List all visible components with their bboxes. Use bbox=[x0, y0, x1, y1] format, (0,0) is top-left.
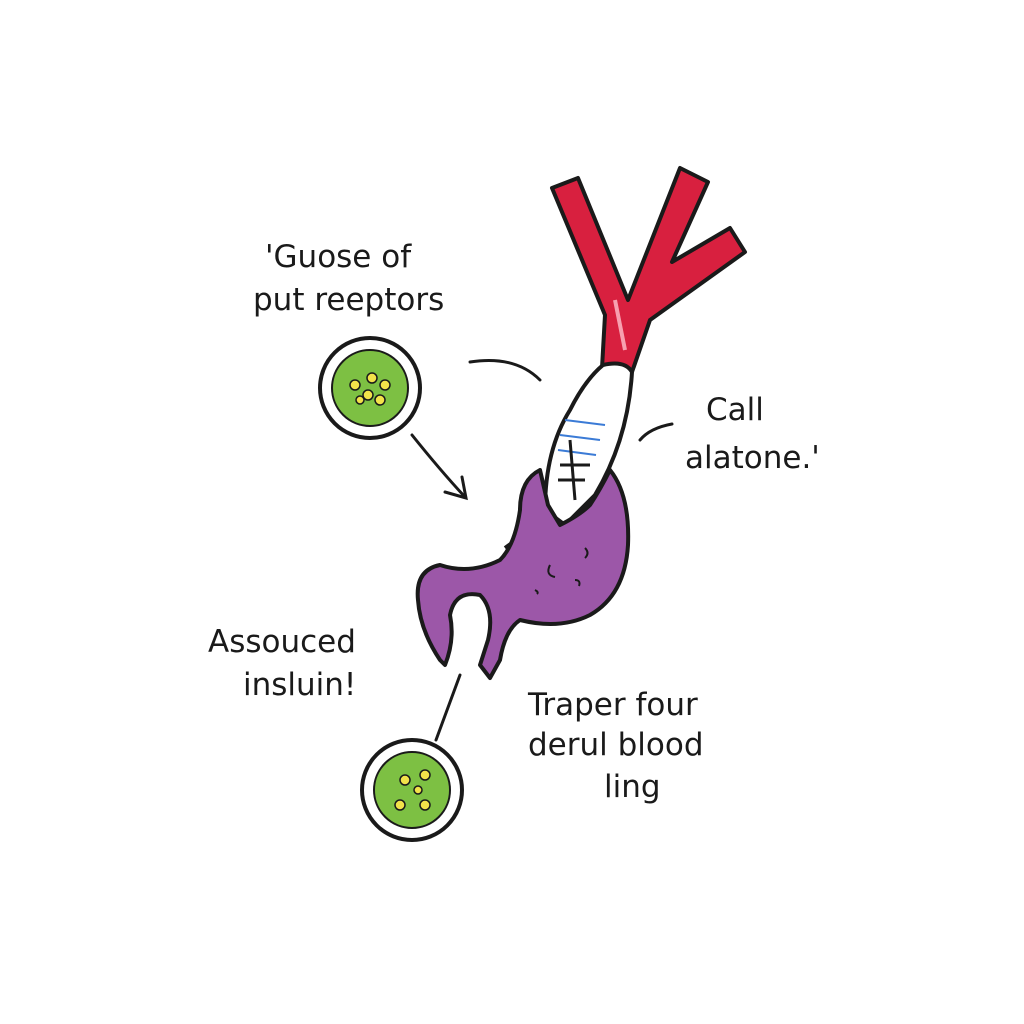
connectors bbox=[410, 358, 674, 742]
arrow-head-icon bbox=[443, 475, 468, 501]
label-top-left-1: 'Guose of bbox=[265, 239, 412, 275]
label-bottom-left-2: insluin! bbox=[243, 667, 356, 703]
label-right-2: alatone.' bbox=[685, 440, 820, 476]
cell-bottom bbox=[360, 738, 464, 842]
label-bottom-left-1: Assouced bbox=[208, 624, 356, 660]
label-bottom-right-2: derul blood bbox=[528, 727, 704, 763]
label-right-1: Call bbox=[706, 392, 764, 428]
arrow-line bbox=[410, 433, 467, 499]
label-bottom-right-3: ling bbox=[604, 769, 661, 805]
cell-top bbox=[318, 336, 422, 440]
stomach bbox=[415, 468, 631, 680]
label-top-left-2: put reeptors bbox=[253, 282, 444, 318]
label-bottom-right-1: Traper four bbox=[527, 687, 698, 723]
blood-vessel bbox=[550, 166, 747, 374]
